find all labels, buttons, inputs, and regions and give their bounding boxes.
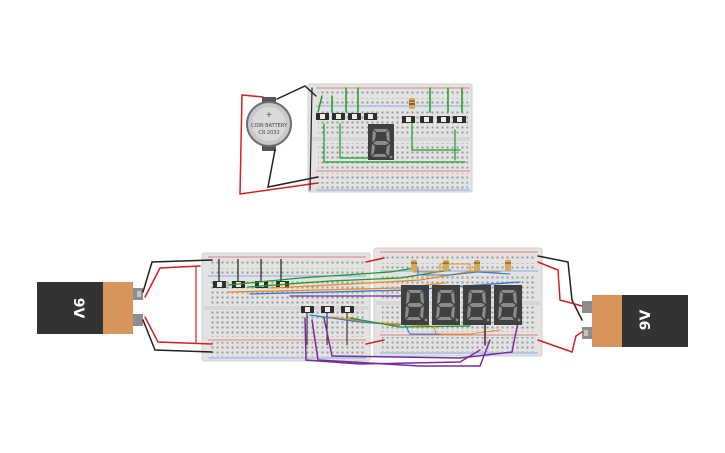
- seven-segment-display-2: [432, 285, 460, 325]
- seven-segment-display-top: [368, 124, 394, 160]
- seven-segment-display-3: [463, 285, 491, 325]
- battery-9v-left[interactable]: 9V: [37, 282, 143, 334]
- coin-plus-symbol: +: [266, 110, 273, 119]
- top-resistor: [409, 98, 415, 109]
- signal-wires: [227, 263, 521, 367]
- seven-segment-display-4: [494, 285, 522, 325]
- top-switches[interactable]: [316, 113, 466, 123]
- coin-cell-battery[interactable]: + COIN BATTERY CR 2032: [246, 97, 292, 151]
- coin-label-line1: COIN BATTERY: [251, 123, 288, 129]
- top-wires: [239, 85, 466, 195]
- bottom-switch-wires: [218, 259, 348, 345]
- battery-9v-right[interactable]: 9V: [582, 295, 688, 347]
- power-wires: [142, 255, 583, 353]
- bottom-resistors: [411, 260, 511, 271]
- seven-segment-display-1: [401, 285, 429, 325]
- coin-label-line2: CR 2032: [258, 130, 279, 136]
- battery-right-label: 9V: [638, 310, 654, 331]
- battery-left-label: 9V: [70, 298, 86, 319]
